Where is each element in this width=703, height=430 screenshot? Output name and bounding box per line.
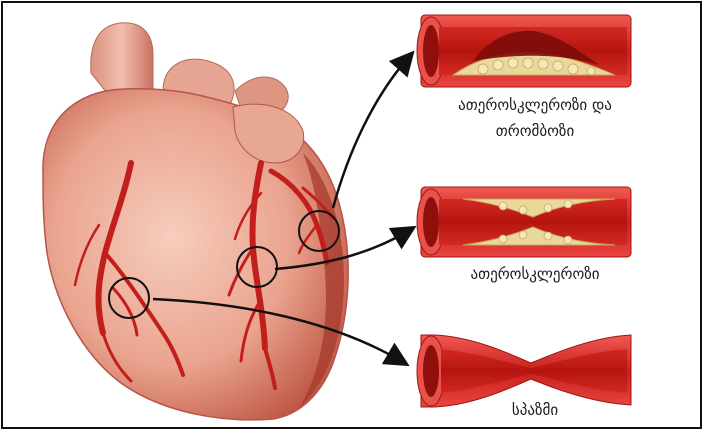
coronary-artery-diagram	[3, 3, 700, 427]
vessel-spasm	[417, 335, 631, 407]
label-atherosclerosis: ათეროსკლეროზი	[405, 261, 665, 287]
spasm-lumen	[441, 349, 627, 393]
label-line-1: ათეროსკლეროზი და	[405, 92, 665, 118]
arrow-top	[333, 58, 408, 208]
label-spasm: სპაზმი	[405, 400, 665, 420]
label-atherosclerosis-thrombosis: ათეროსკლეროზი და თრომბოზი	[405, 92, 665, 144]
label-line-2: თრომბოზი	[405, 118, 665, 144]
vessel-atherosclerosis	[417, 187, 631, 257]
vessel-thrombosis	[417, 15, 631, 87]
heart	[43, 23, 348, 420]
